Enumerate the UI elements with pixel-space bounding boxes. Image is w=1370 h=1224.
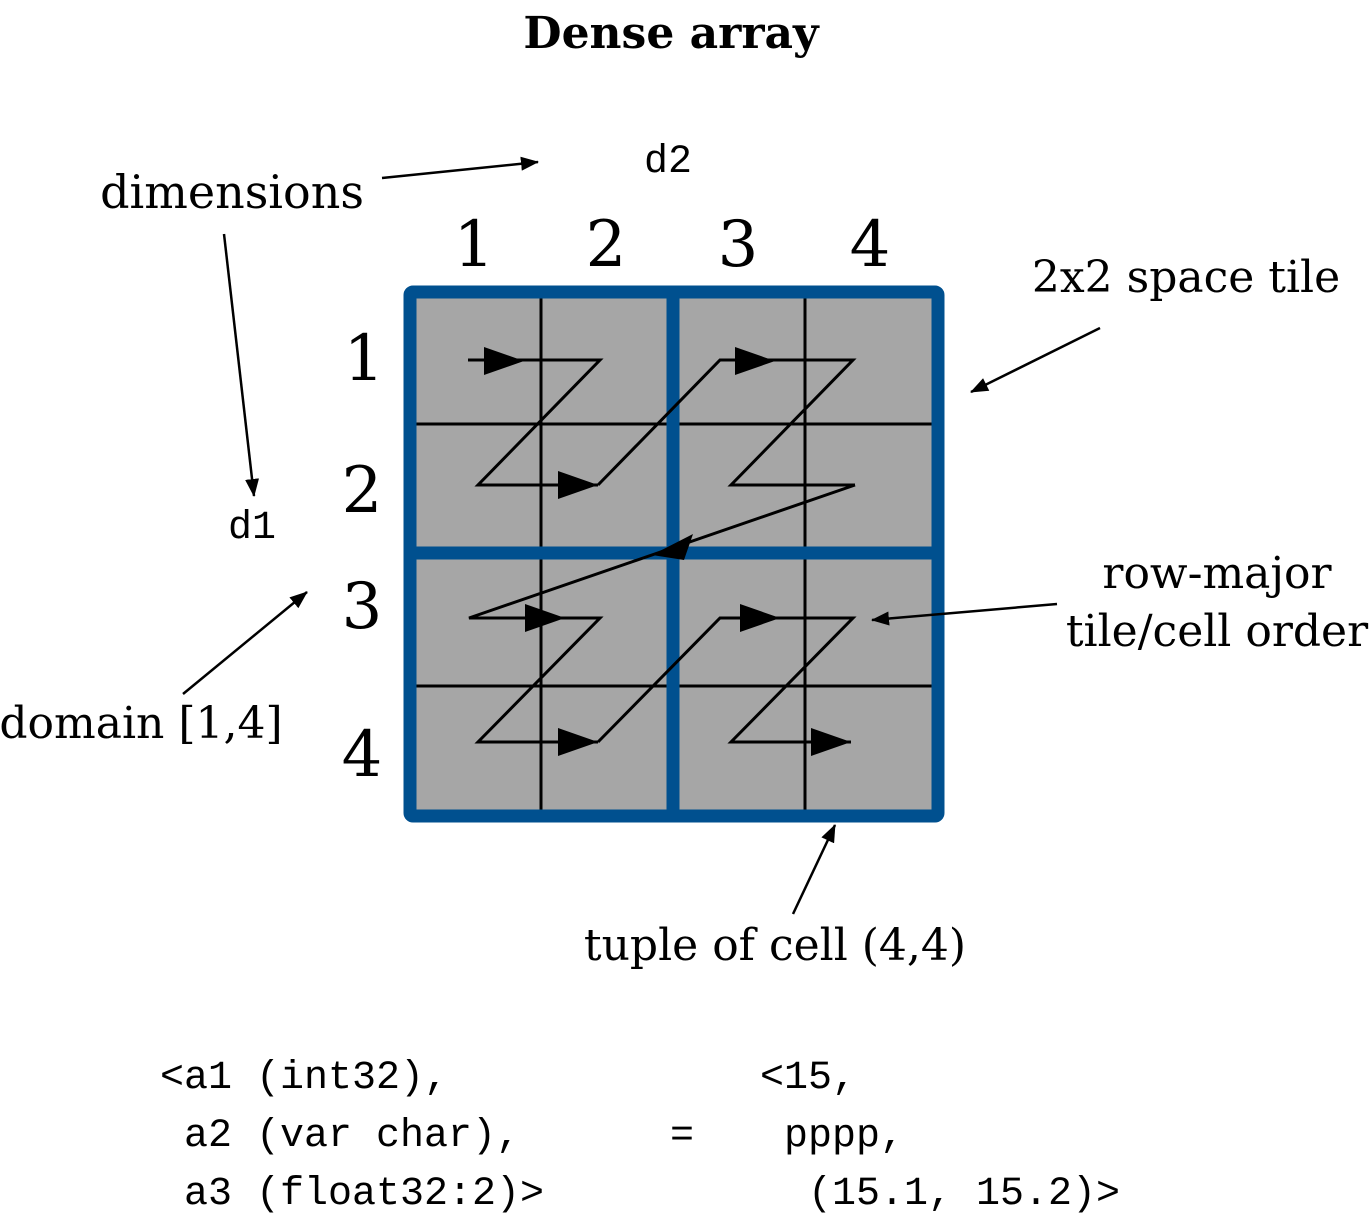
row-index-4: 4 — [342, 718, 383, 792]
d1-label: d1 — [228, 506, 276, 551]
d2-label: d2 — [644, 140, 692, 185]
arrow-tuple — [791, 824, 837, 915]
arrow-dimensions-to-d2 — [381, 156, 539, 180]
row-index-1: 1 — [344, 322, 385, 396]
schema-attribute-2: a2 (var char), — [160, 1114, 520, 1159]
column-index-1: 1 — [454, 208, 495, 282]
column-index-4: 4 — [850, 208, 891, 282]
arrow-space-tile — [970, 326, 1101, 394]
array-grid — [403, 285, 945, 823]
row-index-2: 2 — [342, 454, 383, 528]
diagram-title: Dense array — [523, 8, 820, 59]
arrow-cell-order — [871, 602, 1058, 626]
traversal-path — [468, 358, 857, 744]
dimensions-label: dimensions — [100, 165, 364, 219]
schema-attribute-1: <a1 (int32), — [160, 1056, 448, 1101]
order-label-line1: row-major — [1102, 548, 1332, 599]
row-index-3: 3 — [342, 570, 383, 644]
schema-value-3: (15.1, 15.2)> — [760, 1172, 1120, 1217]
schema-equals: = — [670, 1114, 694, 1159]
schema-value-2: pppp, — [760, 1114, 904, 1159]
traversal-arrowheads — [484, 347, 851, 756]
schema-attribute-3: a3 (float32:2)> — [160, 1172, 544, 1217]
arrow-dimensions-to-d1 — [222, 233, 260, 497]
row-indices: 1 2 3 4 — [342, 322, 385, 792]
order-label-line2: tile/cell order — [1066, 606, 1369, 657]
tuple-label: tuple of cell (4,4) — [584, 920, 966, 971]
space-tile-label: 2x2 space tile — [1032, 252, 1340, 303]
arrow-domain — [182, 591, 308, 695]
column-index-3: 3 — [718, 208, 759, 282]
schema-block: <a1 (int32), a2 (var char), a3 (float32:… — [160, 1056, 1120, 1217]
annotation-arrows — [182, 156, 1101, 915]
column-indices: 1 2 3 4 — [454, 208, 891, 282]
column-index-2: 2 — [586, 208, 627, 282]
domain-label: domain [1,4] — [0, 698, 283, 749]
schema-value-1: <15, — [760, 1056, 856, 1101]
